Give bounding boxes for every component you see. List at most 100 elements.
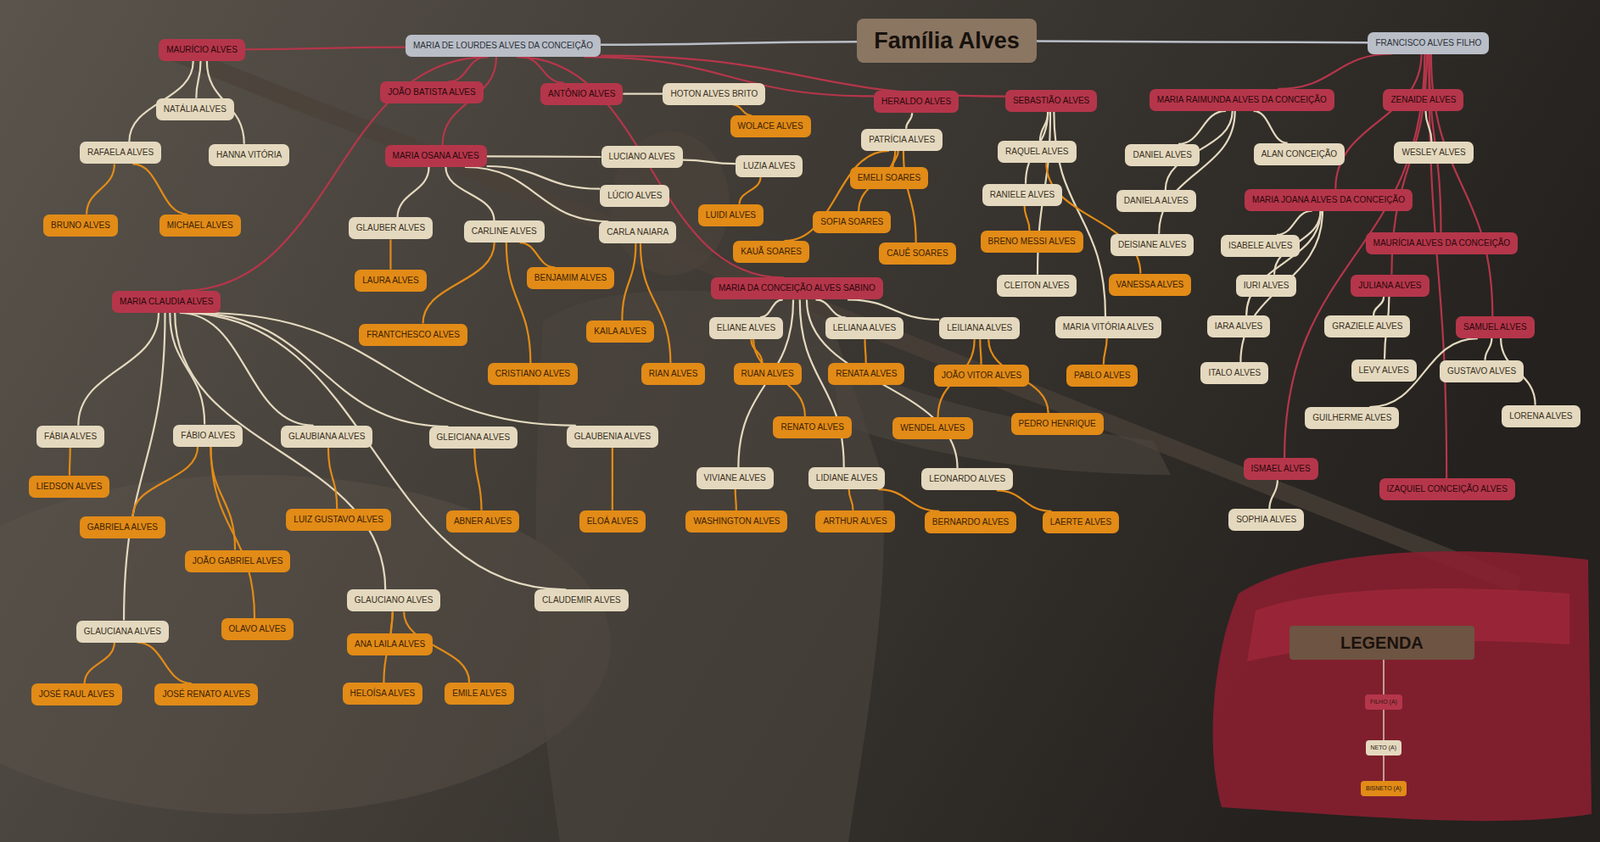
family-link (445, 167, 494, 221)
grandchild-box: DANIELA ALVES (1116, 190, 1197, 213)
family-link (1485, 338, 1493, 361)
grandchild-box: GRAZIELE ALVES (1324, 315, 1410, 338)
great-grandchild-box: VANESSA ALVES (1108, 274, 1192, 297)
grandchild-box: SOPHIA ALVES (1228, 509, 1304, 532)
great-grandchild-box: RUAN ALVES (733, 363, 802, 386)
person-name: BRENO MESSI ALVES (988, 230, 1076, 253)
grandchild-box: GLAUBENIA ALVES (566, 425, 659, 448)
family-link (1269, 480, 1278, 510)
grandchild-box: LEILIANA ALVES (939, 317, 1020, 340)
person-name: WESLEY ALVES (1401, 141, 1466, 164)
great-grandchild-box: CAUÊ SOARES (878, 242, 956, 265)
person-name: FRANTCHESCO ALVES (366, 324, 460, 347)
person-name: VANESSA ALVES (1116, 274, 1185, 297)
grandchild-box: ISABELE ALVES (1220, 234, 1300, 258)
grandchild-box: DANIEL ALVES (1124, 144, 1199, 167)
person-name: CRISTIANO ALVES (495, 363, 571, 386)
family-link (474, 448, 482, 511)
child-box: MARIA OSANA ALVES (385, 145, 487, 168)
grandchild-box: FÁBIO ALVES (173, 425, 243, 448)
person-name: EMILE ALVES (452, 682, 507, 705)
legend-title: LEGENDA (1289, 626, 1475, 661)
family-link (1284, 54, 1425, 459)
person-name: ABNER ALVES (453, 510, 512, 533)
person-name: LELIANA ALVES (833, 317, 896, 340)
child-box: MAURÍCIO ALVES (158, 39, 246, 62)
family-link (996, 490, 1052, 512)
family-link (195, 61, 201, 99)
sand-area (0, 475, 611, 815)
grandchild-box: ALAN CONCEIÇÃO (1253, 143, 1345, 166)
person-name: RAFAELA ALVES (87, 141, 154, 164)
family-link (621, 243, 636, 321)
family-link (486, 166, 600, 190)
person-name: CLEITON ALVES (1004, 274, 1070, 297)
family-link (815, 299, 845, 318)
grandchild-box: CARLINE ALVES (464, 220, 545, 243)
person-name: GUSTAVO ALVES (1447, 360, 1517, 383)
family-link (1103, 338, 1108, 365)
family-link (1246, 211, 1321, 316)
paint-brush-highlight (1247, 588, 1570, 662)
family-link (486, 155, 602, 158)
child-box: SAMUEL ALVES (1455, 316, 1534, 339)
child-box: HERALDO ALVES (873, 90, 959, 113)
child-box: MAURÍCIA ALVES DA CONCEIÇÃO (1365, 232, 1519, 255)
legend-text: FILHO (A) (1370, 694, 1398, 711)
person-name: GLEICIANA ALVES (436, 426, 511, 449)
family-link (600, 41, 857, 45)
person-name: JOÃO VITOR ALVES (941, 364, 1022, 387)
person-name: LAURA ALVES (362, 269, 420, 292)
great-grandchild-box: LIEDSON ALVES (28, 475, 111, 498)
person-name: IARA ALVES (1214, 315, 1264, 338)
person-name: BERNARDO ALVES (932, 511, 1009, 534)
grandchild-box: LEONARDO ALVES (921, 468, 1013, 491)
person-name: MARIA CLAUDIA ALVES (119, 290, 213, 314)
person-name: WENDEL ALVES (900, 417, 965, 440)
grandchild-box: LEVY ALVES (1351, 359, 1417, 382)
great-grandchild-box: JOÃO GABRIEL ALVES (184, 550, 291, 573)
person-name: MARIA RAIMUNDA ALVES DA CONCEIÇÃO (1157, 89, 1327, 112)
grandchild-box: IARA ALVES (1207, 315, 1271, 338)
person-name: RAQUEL ALVES (1005, 140, 1069, 163)
child-box: MARIA DA CONCEIÇÃO ALVES SABINO (710, 277, 884, 300)
family-link (1178, 111, 1226, 145)
family-link (1024, 206, 1030, 231)
family-link (506, 242, 532, 364)
grandchild-box: MARIA VITÓRIA ALVES (1055, 316, 1162, 339)
great-grandchild-box: KAUÃ SOARES (732, 240, 810, 263)
person-name: RANIELE ALVES (990, 184, 1056, 207)
person-name: LUZIA ALVES (743, 155, 796, 178)
person-name: GLAUCIANO ALVES (354, 589, 434, 612)
person-name: ELIANE ALVES (716, 317, 776, 340)
great-grandchild-box: MICHAEL ALVES (159, 214, 241, 237)
person-name: MAURÍCIO ALVES (166, 39, 238, 62)
grandchild-box: VIVIANE ALVES (696, 467, 774, 490)
person-name: PABLO ALVES (1074, 364, 1131, 387)
child-box: ISMAEL ALVES (1243, 458, 1319, 481)
paint-brush-stroke (1213, 551, 1592, 822)
child-box: MARIA JOANA ALVES DA CONCEIÇÃO (1244, 189, 1413, 212)
great-grandchild-box: GABRIELA ALVES (79, 516, 166, 539)
family-title-box: Família Alves (856, 18, 1037, 63)
family-link (682, 160, 736, 164)
legend-title-text: LEGENDA (1340, 626, 1424, 661)
grandchild-box: GLAUCIANO ALVES (346, 589, 442, 612)
person-name: JOSÉ RENATO ALVES (162, 683, 250, 706)
person-name: DANIEL ALVES (1132, 144, 1192, 167)
person-name: CLAUDEMIR ALVES (542, 589, 621, 612)
person-name: CARLINE ALVES (471, 220, 538, 243)
great-grandchild-box: PEDRO HENRIQUE (1011, 413, 1104, 436)
great-grandchild-box: LAERTE ALVES (1042, 511, 1119, 534)
family-link (464, 167, 609, 222)
great-grandchild-box: ANA LAILA ALVES (346, 633, 433, 656)
person-name: GLAUBENIA ALVES (574, 425, 651, 448)
great-grandchild-box: BERNARDO ALVES (924, 511, 1017, 534)
grandchild-box: CLAUDEMIR ALVES (534, 589, 629, 612)
person-name: JOÃO GABRIEL ALVES (192, 550, 284, 573)
person-name: NATÁLIA ALVES (163, 98, 227, 121)
person-name: EMELI SOARES (857, 167, 921, 190)
family-link (849, 489, 854, 511)
family-link (906, 112, 912, 129)
